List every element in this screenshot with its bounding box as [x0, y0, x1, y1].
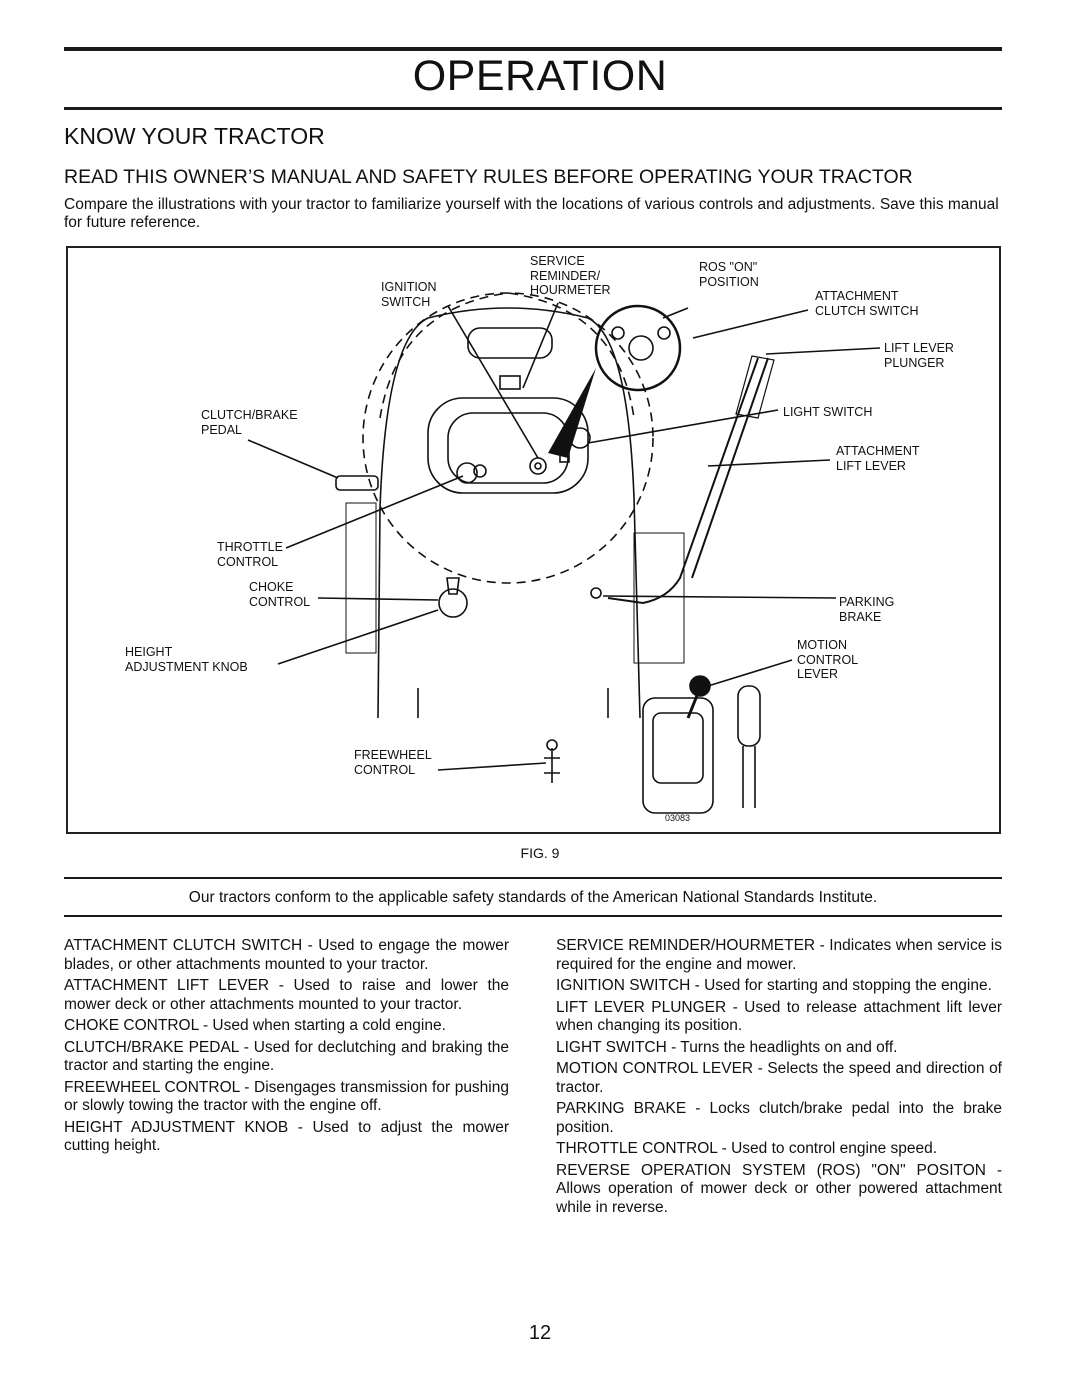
- label-motion-control-lever: MOTION CONTROL LEVER: [797, 638, 859, 681]
- intro-paragraph: Compare the illustrations with your trac…: [64, 196, 999, 231]
- desc-light-switch: LIGHT SWITCH - Turns the headlights on a…: [556, 1038, 898, 1056]
- standards-bottom-rule: [64, 915, 1002, 917]
- descriptions-right-column: SERVICE REMINDER/HOURMETER - Indicates w…: [556, 937, 1002, 1220]
- label-throttle-control: THROTTLE CONTROL: [217, 540, 283, 569]
- desc-freewheel-control: FREEWHEEL CONTROL - Disengages transmiss…: [64, 1078, 509, 1115]
- desc-motion-control-lever: MOTION CONTROL LEVER - Selects the speed…: [556, 1060, 1002, 1096]
- page-number: 12: [528, 1322, 552, 1344]
- desc-height-adjustment-knob: HEIGHT ADJUSTMENT KNOB - Used to adjust …: [64, 1118, 509, 1155]
- desc-attachment-lift-lever: ATTACHMENT LIFT LEVER - Used to raise an…: [64, 977, 509, 1013]
- desc-parking-brake: PARKING BRAKE - Locks clutch/brake pedal…: [556, 1100, 1002, 1136]
- desc-ros-on-position: REVERSE OPERATION SYSTEM (ROS) "ON" POSI…: [556, 1161, 1002, 1216]
- label-attachment-lift-lever: ATTACHMENT LIFT LEVER: [836, 444, 920, 473]
- standards-top-rule: [64, 877, 1002, 879]
- label-clutch-brake-pedal: CLUTCH/BRAKE PEDAL: [201, 408, 298, 437]
- label-height-adjustment-knob: HEIGHT ADJUSTMENT KNOB: [125, 645, 248, 674]
- label-choke-control: CHOKE CONTROL: [249, 580, 311, 609]
- desc-clutch-brake-pedal: CLUTCH/BRAKE PEDAL - Used for declutchin…: [64, 1038, 509, 1075]
- desc-attachment-clutch-switch: ATTACHMENT CLUTCH SWITCH - Used to engag…: [64, 937, 509, 973]
- desc-lift-lever-plunger: LIFT LEVER PLUNGER - Used to release att…: [556, 998, 1002, 1035]
- label-attachment-clutch-switch: ATTACHMENT CLUTCH SWITCH: [815, 289, 919, 318]
- figure-caption: FIG. 9: [520, 845, 560, 861]
- label-parking-brake: PARKING BRAKE: [839, 595, 895, 624]
- desc-ignition-switch: IGNITION SWITCH - Used for starting and …: [556, 977, 992, 994]
- label-service-reminder: SERVICE REMINDER/ HOURMETER: [530, 254, 611, 297]
- label-ignition-switch: IGNITION SWITCH: [381, 280, 437, 309]
- safety-warning: READ THIS OWNER’S MANUAL AND SAFETY RULE…: [64, 166, 913, 188]
- page-title: OPERATION: [412, 52, 668, 100]
- standards-note: Our tractors conform to the applicable s…: [188, 889, 878, 906]
- tractor-controls-figure: SERVICE REMINDER/ HOURMETER IGNITION SWI…: [66, 246, 1001, 834]
- label-lift-lever-plunger: LIFT LEVER PLUNGER: [884, 341, 954, 370]
- desc-service-reminder: SERVICE REMINDER/HOURMETER - Indicates w…: [556, 937, 1002, 973]
- label-freewheel-control: FREEWHEEL CONTROL: [354, 748, 432, 777]
- desc-choke-control: CHOKE CONTROL - Used when starting a col…: [64, 1017, 446, 1034]
- label-ros-on: ROS "ON" POSITION: [699, 260, 759, 289]
- descriptions-left-column: ATTACHMENT CLUTCH SWITCH - Used to engag…: [64, 937, 509, 1159]
- title-rule: [64, 107, 1002, 110]
- top-rule: [64, 47, 1002, 51]
- section-title: KNOW YOUR TRACTOR: [64, 123, 325, 149]
- figure-part-number: 03083: [665, 813, 691, 823]
- tractor-illustration: [247, 292, 881, 814]
- desc-throttle-control: THROTTLE CONTROL - Used to control engin…: [556, 1140, 938, 1157]
- label-light-switch: LIGHT SWITCH: [783, 405, 873, 419]
